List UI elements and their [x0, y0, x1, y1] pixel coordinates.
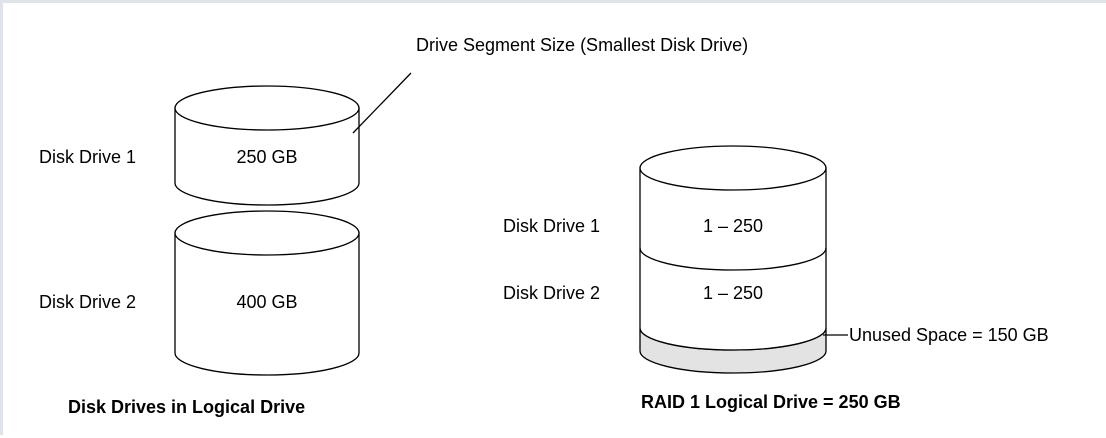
- raid1-body: [639, 167, 827, 351]
- left-disk-2-top: [174, 210, 360, 256]
- raid1-logical-drive-cylinder: [639, 145, 827, 374]
- left-disk-1-top: [174, 85, 360, 131]
- left-disk-drive-2-label: Disk Drive 2: [39, 292, 136, 312]
- unused-space-label: Unused Space = 150 GB: [849, 325, 1049, 345]
- left-disk-drive-1-capacity: 250 GB: [236, 147, 297, 167]
- raid-diagram: Drive Segment Size (Smallest Disk Drive)…: [39, 35, 1049, 417]
- drive-segment-size-callout: Drive Segment Size (Smallest Disk Drive): [416, 35, 748, 55]
- raid1-top: [639, 145, 827, 191]
- right-disk-drive-2-range: 1 – 250: [703, 283, 763, 303]
- right-disk-drive-1-range: 1 – 250: [703, 216, 763, 236]
- left-disk-drive-2-capacity: 400 GB: [236, 292, 297, 312]
- left-caption: Disk Drives in Logical Drive: [68, 397, 305, 417]
- callout-leader-line: [352, 72, 412, 134]
- left-disk-drive-2-cylinder: [174, 210, 360, 376]
- left-disk-1-body: [174, 107, 360, 206]
- right-disk-drive-1-label: Disk Drive 1: [503, 216, 600, 236]
- raid1-segment-divider: [639, 247, 827, 271]
- right-caption: RAID 1 Logical Drive = 250 GB: [641, 392, 901, 412]
- left-disk-drive-1-cylinder: [174, 85, 360, 206]
- left-disk-drive-1-label: Disk Drive 1: [39, 147, 136, 167]
- right-disk-drive-2-label: Disk Drive 2: [503, 283, 600, 303]
- left-disk-2-body: [174, 232, 360, 376]
